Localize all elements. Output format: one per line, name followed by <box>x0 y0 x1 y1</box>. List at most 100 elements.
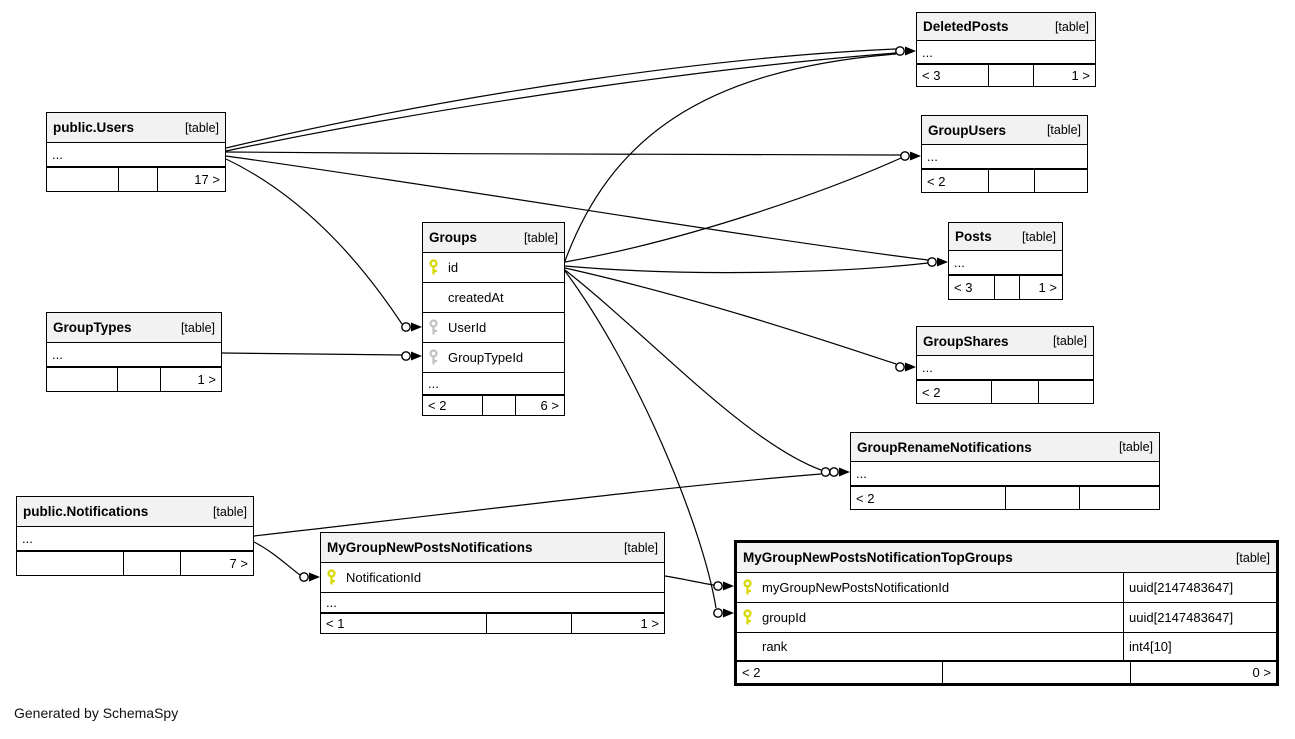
footer-parents-count: < 2 <box>428 398 447 413</box>
rel-notifications-grouprename <box>253 473 822 537</box>
footer-parents-count <box>47 168 118 191</box>
column-type: uuid[2147483647] <box>1123 603 1271 632</box>
table-topgroups-header[interactable]: MyGroupNewPostsNotificationTopGroups [ta… <box>737 543 1276 573</box>
table-row: ... <box>949 251 1062 275</box>
table-users[interactable]: public.Users [table] ... 17 > <box>46 112 226 192</box>
table-tag: [table] <box>184 120 219 135</box>
table-mygroupnewpostsnotifications-header[interactable]: MyGroupNewPostsNotifications [table] <box>321 533 664 563</box>
table-row: ... <box>47 343 221 367</box>
table-name[interactable]: public.Notifications <box>23 504 149 519</box>
table-name[interactable]: MyGroupNewPostsNotifications <box>327 540 533 555</box>
table-row: ... <box>917 41 1095 64</box>
footer-children-count: 1 > <box>571 614 664 633</box>
rel-groups-posts <box>564 262 929 274</box>
column-label: createdAt <box>448 290 504 305</box>
table-mygroupnewpostsnotifications[interactable]: MyGroupNewPostsNotifications [table] Not… <box>320 532 665 634</box>
footer-middle-cell <box>1005 487 1079 509</box>
footer-parents-count: < 2 <box>856 490 875 506</box>
footer-children-count: 1 > <box>1032 65 1095 86</box>
table-name[interactable]: Groups <box>429 230 478 245</box>
table-row-userid: UserId <box>423 313 564 343</box>
table-row: ... <box>851 462 1159 486</box>
primary-key-icon <box>326 569 346 586</box>
rel-grouptypes-groups-grouptypeid <box>221 352 403 356</box>
column-type: int4[10] <box>1123 633 1271 660</box>
table-groupshares-header[interactable]: GroupShares [table] <box>917 327 1093 356</box>
table-row: ... <box>917 356 1093 380</box>
table-grouptypes-header[interactable]: GroupTypes [table] <box>47 313 221 343</box>
table-posts-header[interactable]: Posts [table] <box>949 223 1062 251</box>
column-label: GroupTypeId <box>448 350 524 365</box>
footer-children-count: 1 > <box>160 368 221 391</box>
column-label: ... <box>52 147 63 162</box>
table-groups-header[interactable]: Groups [table] <box>423 223 564 253</box>
rel-groups-grouprename <box>564 269 822 471</box>
table-name[interactable]: GroupShares <box>923 333 1009 349</box>
table-tag: [table] <box>1235 550 1270 565</box>
table-groupusers[interactable]: GroupUsers [table] ... < 2 <box>921 115 1088 193</box>
table-name[interactable]: Posts <box>955 229 992 244</box>
table-row-mygroupnewpostsnotificationid: myGroupNewPostsNotificationId uuid[21474… <box>737 573 1276 603</box>
table-groupusers-header[interactable]: GroupUsers [table] <box>922 116 1087 145</box>
table-deletedposts-header[interactable]: DeletedPosts [table] <box>917 13 1095 41</box>
table-name[interactable]: GroupTypes <box>53 320 132 335</box>
fk-endpoint-topgroups-notifid <box>713 581 734 591</box>
column-label: myGroupNewPostsNotificationId <box>762 580 950 595</box>
footer-children-count: 7 > <box>179 552 253 575</box>
table-mygroupnewpostsnotificationtopgroups[interactable]: MyGroupNewPostsNotificationTopGroups [ta… <box>734 540 1279 686</box>
footer-middle-cell <box>116 368 161 391</box>
table-grouptypes[interactable]: GroupTypes [table] ... 1 > <box>46 312 222 392</box>
fk-endpoint-groups-grouptypeid <box>401 351 422 361</box>
footer-middle-cell <box>485 614 572 633</box>
table-footer: < 2 0 > <box>737 661 1276 683</box>
table-row-ellipsis: ... <box>321 593 664 613</box>
fk-endpoint-grouprename <box>820 467 850 477</box>
footer-parents-count: < 3 <box>922 68 941 83</box>
table-name[interactable]: GroupUsers <box>928 122 1007 138</box>
table-notifications-header[interactable]: public.Notifications [table] <box>17 497 253 527</box>
table-notifications[interactable]: public.Notifications [table] ... 7 > <box>16 496 254 576</box>
footer-middle-cell <box>118 168 157 191</box>
footer-children-count: 0 > <box>1130 662 1276 683</box>
footer-middle-cell <box>990 381 1039 403</box>
table-name[interactable]: DeletedPosts <box>923 19 1009 34</box>
table-tag: [table] <box>1046 123 1081 137</box>
fk-endpoint-posts <box>927 257 948 267</box>
table-tag: [table] <box>1118 440 1153 454</box>
column-label: NotificationId <box>346 570 422 585</box>
column-label: ... <box>856 466 867 481</box>
footer-children-count: 17 > <box>157 168 225 191</box>
table-grouprenamenotifications[interactable]: GroupRenameNotifications [table] ... < 2 <box>850 432 1160 510</box>
column-label: ... <box>428 376 439 391</box>
column-label: ... <box>52 347 63 362</box>
table-name[interactable]: GroupRenameNotifications <box>857 439 1032 455</box>
table-users-header[interactable]: public.Users [table] <box>47 113 225 143</box>
foreign-key-icon <box>428 319 448 336</box>
table-grouprenamenotifications-header[interactable]: GroupRenameNotifications [table] <box>851 433 1159 462</box>
foreign-key-icon <box>428 349 448 366</box>
column-label: ... <box>927 149 938 164</box>
fk-endpoint-groupshares <box>895 362 916 372</box>
fk-endpoint-groupusers <box>900 151 921 161</box>
fk-endpoint-topgroups-groupid <box>713 608 734 618</box>
footer-children-count: 1 > <box>1019 276 1062 299</box>
table-posts[interactable]: Posts [table] ... < 3 1 > <box>948 222 1063 300</box>
table-row: ... <box>47 143 225 167</box>
footer-children-count <box>1034 170 1087 192</box>
column-label: ... <box>954 255 965 270</box>
table-row-groupid: groupId uuid[2147483647] <box>737 603 1276 633</box>
table-groupshares[interactable]: GroupShares [table] ... < 2 <box>916 326 1094 404</box>
table-name[interactable]: public.Users <box>53 120 135 135</box>
footer-parents-count: < 1 <box>326 616 345 631</box>
table-groups[interactable]: Groups [table] id createdAt UserId Group… <box>422 222 565 416</box>
table-footer: < 2 6 > <box>423 395 564 415</box>
footer-parents-count <box>17 552 123 575</box>
rel-notifications-mygroupnotifs <box>253 541 301 576</box>
table-deletedposts[interactable]: DeletedPosts [table] ... < 3 1 > <box>916 12 1096 87</box>
footer-parents-count <box>47 368 117 391</box>
table-footer: < 3 1 > <box>917 64 1095 86</box>
rel-groups-groupusers <box>564 157 902 263</box>
table-name[interactable]: MyGroupNewPostsNotificationTopGroups <box>743 550 1013 565</box>
